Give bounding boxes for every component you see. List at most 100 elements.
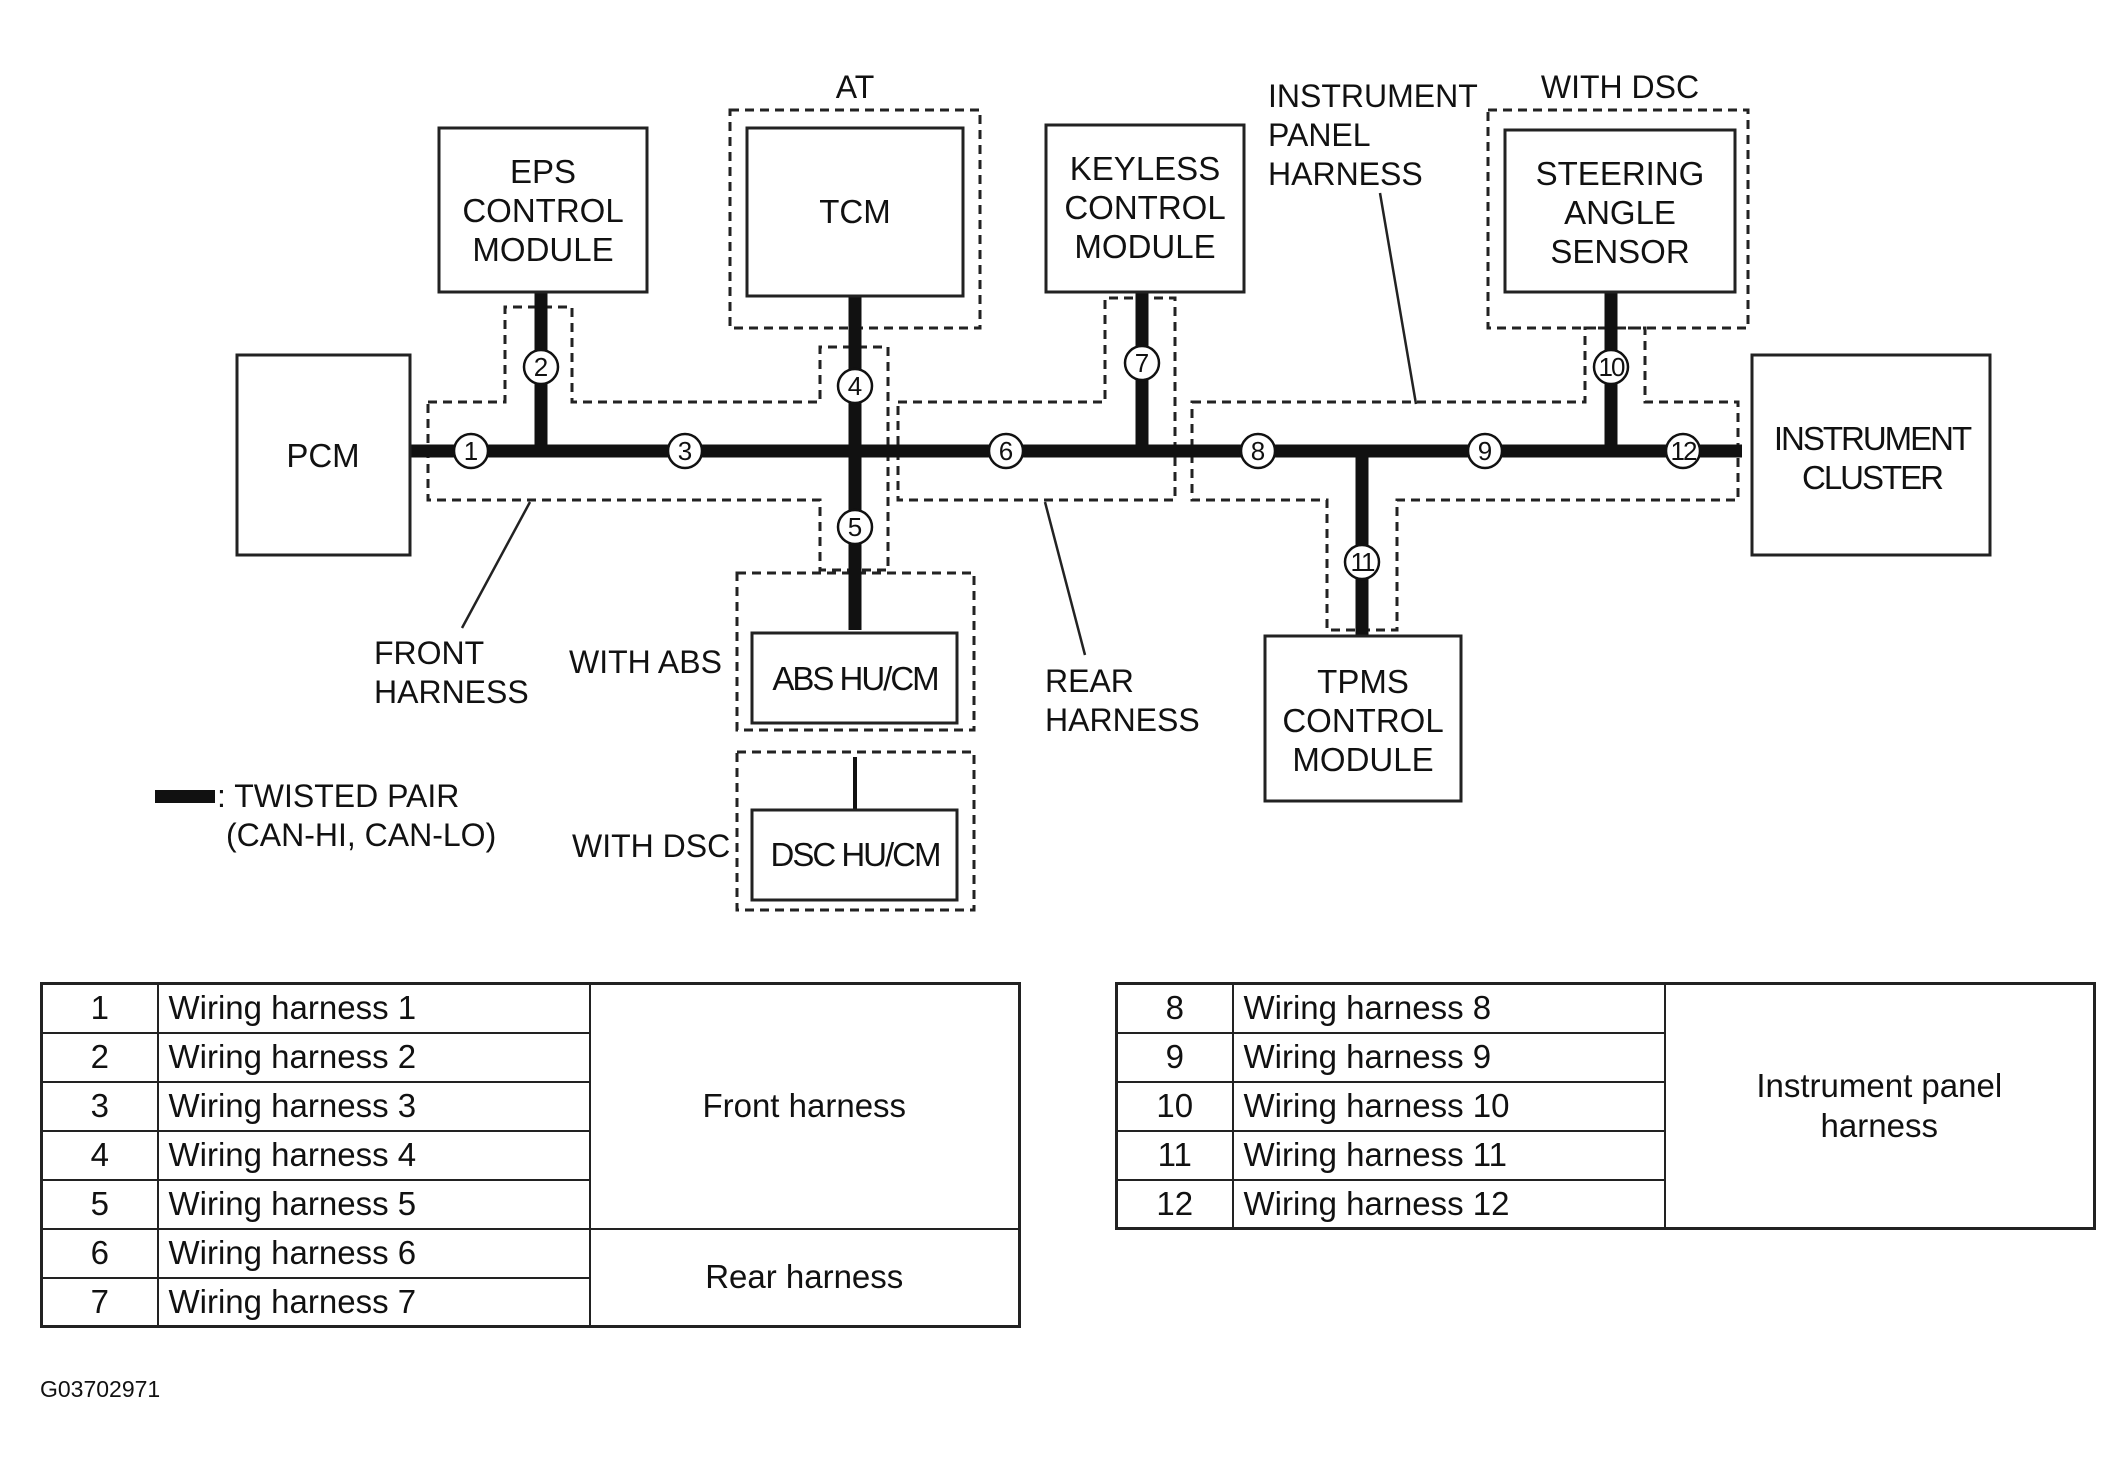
- connector-8: 8: [1239, 432, 1277, 470]
- connector-7: 7: [1123, 344, 1161, 382]
- with-dsc-option-outline: [1486, 108, 1750, 330]
- connector-2: 2: [522, 348, 560, 386]
- tpms-label-line1: TPMS: [1317, 663, 1409, 700]
- tpms-label-line2: CONTROL: [1282, 702, 1443, 739]
- rear-harness-outline: [896, 296, 1177, 502]
- steering-angle-sensor-box: [1503, 128, 1737, 294]
- table-row: 7 Wiring harness 7: [40, 1276, 1020, 1328]
- row-number: 6: [40, 1227, 159, 1279]
- harness-table-instrument-panel: 8 Wiring harness 8 Instrument panel harn…: [1115, 982, 2096, 1230]
- table-row: 11 Wiring harness 11: [1115, 1129, 2095, 1181]
- figure-id: G03702971: [40, 1376, 161, 1402]
- connector-circle: [522, 348, 560, 386]
- table-row: 1 Wiring harness 1 Front harness: [40, 982, 1021, 1230]
- row-number: 10: [1115, 1080, 1234, 1132]
- abs-hu-cm-box: [750, 631, 959, 725]
- steering-label-line3: SENSOR: [1550, 233, 1689, 270]
- connector-circle: [666, 432, 704, 470]
- connector-number: 12: [1671, 436, 1697, 466]
- connector-circle: [452, 432, 490, 470]
- row-description: Wiring harness 3: [156, 1080, 591, 1132]
- connector-circle: [1664, 432, 1702, 470]
- row-description: Wiring harness 2: [156, 1031, 591, 1083]
- ip-harness-label-line1: INSTRUMENT: [1268, 78, 1478, 114]
- connector-1: 1: [452, 432, 490, 470]
- rear-harness-label-line1: REAR: [1045, 663, 1134, 699]
- connector-circle: [1343, 543, 1381, 581]
- row-description: Wiring harness 12: [1231, 1178, 1666, 1230]
- row-number: 4: [40, 1129, 159, 1181]
- connector-circle: [1592, 348, 1630, 386]
- with-dsc-top-label: WITH DSC: [1541, 69, 1699, 105]
- connector-circle: [1239, 432, 1277, 470]
- eps-label-line3: MODULE: [472, 231, 613, 268]
- at-label: AT: [836, 69, 875, 105]
- row-description: Wiring harness 1: [156, 982, 591, 1034]
- table-row: 8 Wiring harness 8 Instrument panel harn…: [1115, 982, 2096, 1230]
- connector-number: 6: [999, 436, 1013, 466]
- ip-harness-label-line2: PANEL: [1268, 117, 1371, 153]
- harness-table-front-rear: 1 Wiring harness 1 Front harness 2 Wirin…: [40, 982, 1021, 1328]
- pcm-box: [235, 353, 412, 557]
- keyless-label-line2: CONTROL: [1064, 189, 1225, 226]
- table-row: 10 Wiring harness 10: [1115, 1080, 2095, 1132]
- front-harness-leader: [460, 501, 532, 629]
- row-description: Wiring harness 11: [1231, 1129, 1666, 1181]
- connector-circle: [836, 508, 874, 546]
- table-row: 3 Wiring harness 3: [40, 1080, 1020, 1132]
- table-row: 4 Wiring harness 4: [40, 1129, 1020, 1181]
- keyless-label-line3: MODULE: [1074, 228, 1215, 265]
- ip-harness-label-line3: HARNESS: [1268, 156, 1423, 192]
- instrument-panel-harness-outline: [1190, 326, 1740, 632]
- eps-control-module-box: [437, 126, 649, 294]
- dsc-label: DSC HU/CM: [771, 836, 940, 873]
- connector-number: 7: [1135, 348, 1149, 378]
- ip-harness-leader: [1378, 192, 1418, 405]
- connector-number: 5: [848, 512, 862, 542]
- row-number: 1: [40, 982, 159, 1034]
- connector-circle: [1466, 432, 1504, 470]
- twisted-pair-legend-swatch: [155, 790, 215, 803]
- row-number: 7: [40, 1276, 159, 1328]
- tpms-label-line3: MODULE: [1292, 741, 1433, 778]
- connector-number: 4: [848, 371, 862, 401]
- rear-harness-leader: [1043, 501, 1087, 656]
- row-number: 2: [40, 1031, 159, 1083]
- connector-9: 9: [1466, 432, 1504, 470]
- cluster-label-line1: INSTRUMENT: [1774, 420, 1972, 457]
- steering-label-line1: STEERING: [1536, 155, 1705, 192]
- front-harness-label-line1: FRONT: [374, 635, 484, 671]
- abs-label: ABS HU/CM: [772, 660, 937, 697]
- cluster-label-line2: CLUSTER: [1802, 459, 1943, 496]
- row-number: 3: [40, 1080, 159, 1132]
- group-line-1: Instrument panel: [1756, 1067, 2003, 1104]
- connector-6: 6: [987, 432, 1025, 470]
- connector-5: 5: [836, 508, 874, 546]
- table-row: 9 Wiring harness 9: [1115, 1031, 2095, 1083]
- table-row: 2 Wiring harness 2: [40, 1031, 1020, 1083]
- connector-number: 1: [464, 436, 478, 466]
- front-harness-group-cell: Front harness: [588, 982, 1021, 1230]
- row-description: Wiring harness 10: [1231, 1080, 1666, 1132]
- connector-4: 4: [836, 367, 874, 405]
- tpms-control-module-box: [1263, 634, 1463, 803]
- row-description: Wiring harness 9: [1231, 1031, 1666, 1083]
- tcm-label: TCM: [819, 193, 890, 230]
- row-description: Wiring harness 5: [156, 1178, 591, 1230]
- rear-harness-label-line2: HARNESS: [1045, 702, 1200, 738]
- connector-3: 3: [666, 432, 704, 470]
- connector-12: 12: [1664, 432, 1702, 470]
- row-description: Wiring harness 7: [156, 1276, 591, 1328]
- tcm-box: [745, 126, 965, 298]
- legend-line1: : TWISTED PAIR: [217, 778, 459, 814]
- row-number: 5: [40, 1178, 159, 1230]
- connector-10: 10: [1592, 348, 1630, 386]
- connector-circle: [1123, 344, 1161, 382]
- legend-line2: (CAN-HI, CAN-LO): [226, 817, 496, 853]
- with-abs-option-outline: [735, 571, 976, 732]
- connector-circle: [987, 432, 1025, 470]
- with-abs-label: WITH ABS: [569, 644, 722, 680]
- dsc-hu-cm-box: [750, 808, 959, 902]
- eps-label-line2: CONTROL: [462, 192, 623, 229]
- can-network-diagram: PCM EPS CONTROL MODULE TCM KEYLESS CONTR…: [155, 69, 1992, 912]
